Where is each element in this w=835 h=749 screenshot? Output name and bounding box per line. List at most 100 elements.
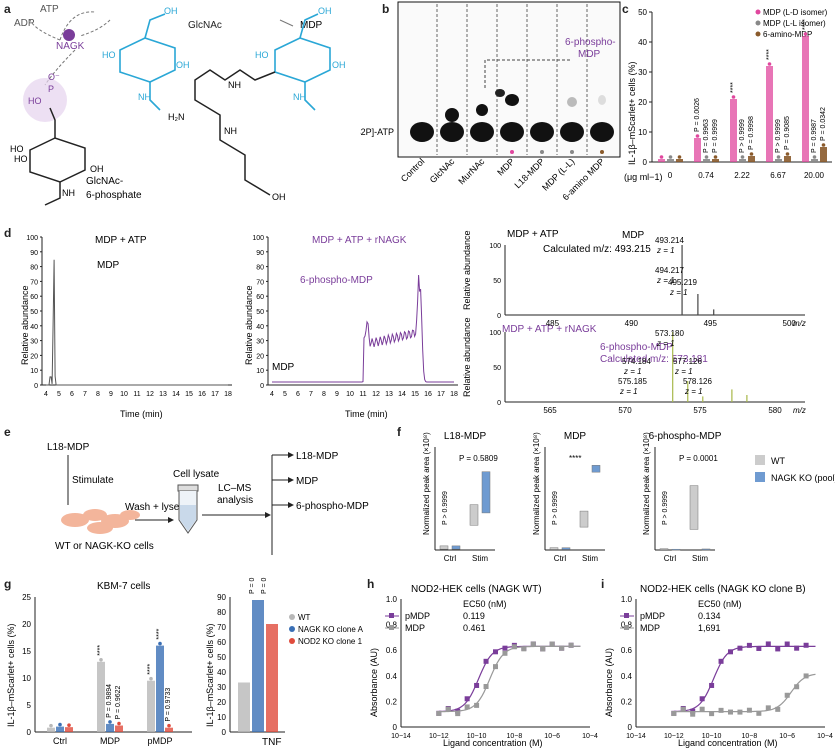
x-tick-label: 10−4 — [582, 733, 598, 740]
data-point — [704, 155, 709, 159]
bar — [784, 156, 791, 162]
panel-i-xlabel: Ligand concentration (M) — [678, 738, 778, 748]
faint-band — [598, 95, 606, 105]
atp-band — [560, 122, 584, 142]
atp-band-label: [γ-32P]-ATP — [360, 127, 394, 137]
panel-g-title: KBM-7 cells — [97, 581, 150, 592]
data-point — [794, 684, 800, 690]
lane-label: MDP — [495, 156, 516, 177]
y-tick-label: 25 — [22, 593, 31, 602]
y-tick-label: 40 — [256, 324, 264, 331]
workflow-wash: Wash + lyse — [125, 502, 180, 513]
box — [439, 545, 449, 550]
lane-marker-dot — [570, 150, 574, 154]
panel-h-ylabel: Absorbance (AU) — [369, 648, 379, 717]
p-value: **** — [147, 664, 154, 675]
y-tick-label: 1.0 — [386, 595, 398, 604]
data-point — [67, 723, 71, 727]
chrom1-ylabel: Relative abundance — [20, 285, 30, 365]
faint-band — [567, 97, 577, 107]
data-point — [549, 641, 555, 647]
bar — [65, 727, 73, 732]
bar — [238, 682, 250, 732]
x-tick-label: 16 — [424, 391, 432, 398]
product-text-1: GlcNAc- — [86, 176, 123, 187]
data-point — [668, 155, 673, 159]
y-tick-label: 20 — [22, 620, 31, 629]
p-value: P = 0.0001 — [249, 577, 256, 594]
bar — [97, 661, 105, 732]
x-tick-label: 8 — [322, 391, 326, 398]
chromatogram-trace — [272, 274, 454, 383]
svg-text:NH: NH — [293, 92, 306, 102]
y-tick-label: 100 — [26, 235, 38, 242]
boxplot-title: MDP — [564, 431, 587, 442]
x-tick-label: 18 — [224, 391, 232, 398]
svg-text:HO: HO — [14, 154, 28, 164]
data-point — [493, 649, 498, 655]
legend-marker — [289, 614, 295, 620]
legend-label: NOD2 KO clone 1 — [298, 637, 363, 646]
data-point — [737, 645, 743, 651]
lane-label: MurNAc — [456, 156, 486, 186]
x-tick-label: 17 — [437, 391, 445, 398]
mz-label: m/z — [793, 319, 806, 328]
boxplot-xlabel: Stim — [472, 554, 488, 563]
svg-text:HO: HO — [28, 96, 42, 106]
y-tick-label: 90 — [30, 250, 38, 257]
y-tick-label: 40 — [638, 38, 647, 47]
data-point — [718, 658, 724, 664]
p-value: P > 0.9999 — [442, 491, 449, 525]
nagk-text: NAGK — [56, 41, 85, 52]
bar — [667, 159, 674, 162]
y-tick-label: 80 — [217, 608, 226, 617]
data-point — [117, 721, 121, 726]
svg-text:OH: OH — [332, 60, 346, 70]
svg-text:NH: NH — [224, 126, 237, 136]
y-tick-label: 0.2 — [386, 697, 398, 706]
data-point — [785, 152, 790, 156]
box — [451, 545, 461, 550]
ms2-ylabel: Relative abundance — [462, 317, 472, 397]
box — [579, 510, 589, 528]
y-tick-label: 0.4 — [386, 672, 398, 681]
cells-icon — [61, 509, 140, 534]
glcnac-text: GlcNAc — [188, 20, 222, 31]
x-tick-label: 570 — [618, 406, 632, 415]
svg-text:OH: OH — [176, 60, 190, 70]
peak-charge-label: z = 1 — [656, 276, 675, 285]
data-point — [483, 658, 489, 664]
x-tick-label: 10−6 — [779, 733, 795, 740]
svg-text:P: P — [48, 84, 54, 94]
peak-charge-label: z = 1 — [623, 367, 642, 376]
boxplot-title: 6-phospho-MDP — [649, 431, 722, 442]
y-tick-label: 100 — [489, 330, 501, 337]
data-point — [746, 642, 752, 648]
bar — [147, 680, 155, 732]
box — [591, 465, 601, 473]
panel-i-row2-name: MDP — [640, 623, 660, 633]
peak-charge-label: z = 1 — [656, 339, 675, 348]
y-tick-label: 80 — [256, 265, 264, 272]
data-point — [803, 642, 809, 648]
data-point — [58, 722, 62, 727]
y-tick-label: 0 — [497, 400, 501, 407]
panel-b-autoradiograph: [γ-32P]-ATP 6-phospho- MDP ControlGlcNAc… — [360, 1, 621, 202]
bar — [115, 725, 123, 732]
data-point — [680, 706, 686, 712]
peak-charge-label: z = 1 — [619, 387, 638, 396]
x-tick-label: 565 — [543, 406, 557, 415]
peak-mz-label: 493.214 — [655, 236, 684, 245]
x-tick-label: 4 — [44, 391, 48, 398]
legend-label: WT — [771, 456, 785, 466]
svg-text:OH: OH — [90, 164, 104, 174]
glcnac-band — [445, 108, 459, 122]
chromatogram-trace — [46, 259, 228, 386]
panel-h-title: NOD2-HEK cells (NAGK WT) — [411, 584, 542, 595]
p-value: P = 0.0026 — [694, 98, 701, 132]
legend-marker — [755, 20, 761, 26]
boxplot-xlabel: Stim — [582, 554, 598, 563]
x-tick-label: MDP — [100, 736, 120, 746]
box — [561, 547, 571, 550]
